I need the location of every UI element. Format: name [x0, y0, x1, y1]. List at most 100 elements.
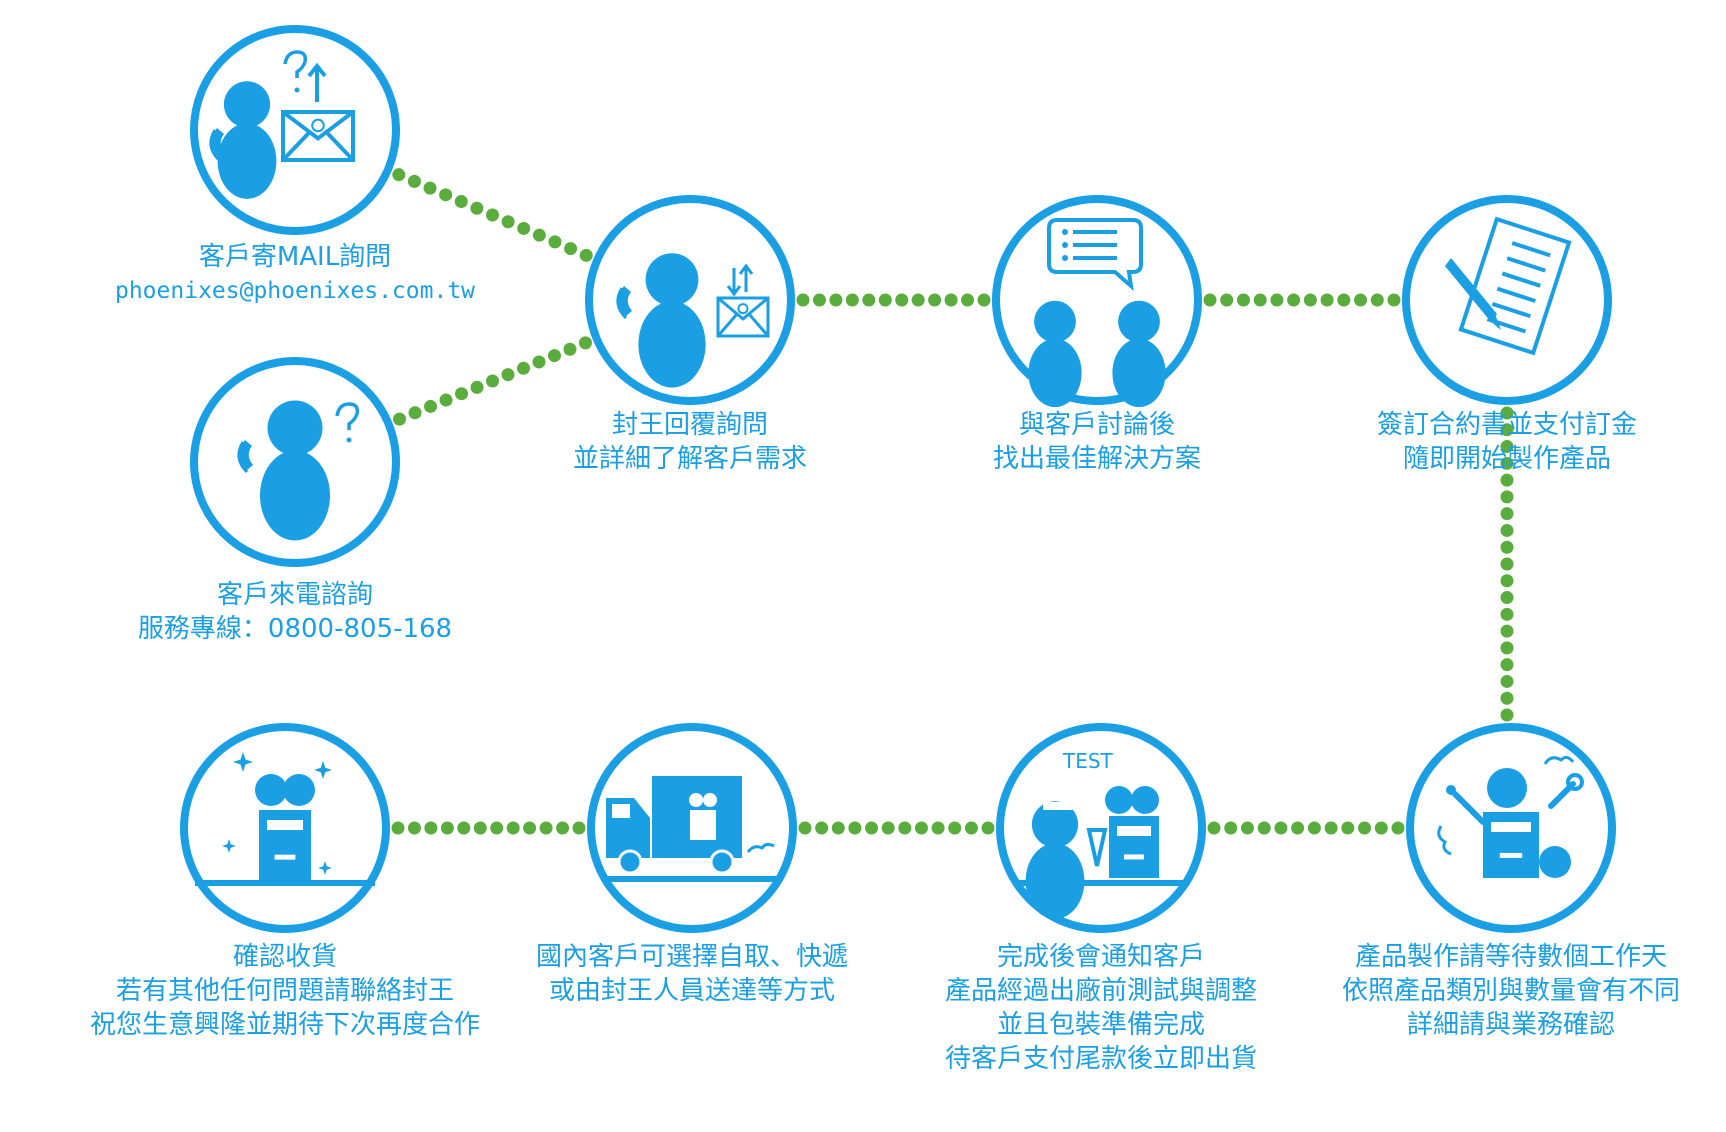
- connector-dot: [1240, 821, 1254, 835]
- connector-dot: [944, 293, 958, 307]
- connector-dot: [548, 235, 562, 249]
- connector-dot: [948, 821, 962, 835]
- connector-dot: [457, 821, 471, 835]
- connector-dot: [1274, 821, 1288, 835]
- connector-dot: [473, 821, 487, 835]
- caption-line: 找出最佳解決方案: [992, 444, 1202, 474]
- connector-dot: [501, 368, 515, 382]
- connector-dot: [865, 821, 879, 835]
- caption-line: 或由封王人員送達等方式: [548, 976, 836, 1006]
- caption-line: 待客戶支付尾款後立即出貨: [944, 1044, 1258, 1074]
- connector-dot: [439, 393, 453, 407]
- caption-line: 隨即開始製作產品: [1402, 444, 1612, 474]
- connector-dot: [1257, 821, 1271, 835]
- connector-dot: [564, 242, 578, 256]
- connector-dot: [981, 821, 995, 835]
- connector-dot: [1270, 293, 1284, 307]
- caption-line: 完成後會通知客戶: [996, 942, 1206, 972]
- connector-dot: [578, 336, 592, 350]
- connector-call-reply: [393, 336, 592, 426]
- connector-dot: [911, 293, 925, 307]
- connector-dot: [532, 228, 546, 242]
- connector-dot: [1500, 473, 1514, 487]
- connector-dot: [556, 821, 570, 835]
- connector-dot: [895, 293, 909, 307]
- caption-line: 客戶寄MAIL詢問: [198, 242, 392, 272]
- connector-dot: [1303, 293, 1317, 307]
- connector-dot: [423, 181, 437, 195]
- connector-mail-reply: [392, 168, 593, 262]
- connector-dot: [1341, 821, 1355, 835]
- connector-dot: [898, 821, 912, 835]
- connector-dot: [517, 221, 531, 235]
- connector-dot: [1500, 641, 1514, 655]
- caption-line: 封王回覆詢問: [611, 410, 769, 440]
- connector-dot: [1253, 293, 1267, 307]
- connector-dot: [1500, 423, 1514, 437]
- connector-dot: [1370, 293, 1384, 307]
- caption-line: 簽訂合約書並支付訂金: [1376, 410, 1638, 440]
- connector-dot: [1307, 821, 1321, 835]
- person-phone-mail-inquiry-icon: [190, 25, 400, 235]
- caption-line: 詳細請與業務確認: [1406, 1010, 1616, 1040]
- connector-ship-receive: [391, 821, 586, 835]
- connector-dot: [961, 293, 975, 307]
- connector-dot: [1500, 440, 1514, 454]
- connector-dot: [1500, 708, 1514, 722]
- sparkling-machine-icon: [180, 723, 390, 933]
- two-people-chat-icon: [992, 195, 1202, 408]
- connector-dot: [547, 349, 561, 363]
- connector-discuss-contract: [1203, 293, 1401, 307]
- connector-dot: [1337, 293, 1351, 307]
- connector-contract-produce: [1500, 406, 1514, 722]
- caption-contract: 簽訂合約書並支付訂金 隨即開始製作產品: [1377, 408, 1637, 476]
- connector-dot: [1391, 821, 1405, 835]
- connector-dot: [539, 821, 553, 835]
- caption-receive: 確認收貨 若有其他任何問題請聯絡封王 祝您生意興隆並期待下次再度合作: [90, 940, 480, 1042]
- connector-dot: [1500, 406, 1514, 420]
- connector-dot: [1500, 456, 1514, 470]
- connector-dot: [1500, 490, 1514, 504]
- connector-dot: [862, 293, 876, 307]
- connector-produce-test: [1207, 821, 1405, 835]
- connector-dot: [407, 174, 421, 188]
- connector-dot: [931, 821, 945, 835]
- connector-dot: [490, 821, 504, 835]
- caption-ship: 國內客戶可選擇自取、快遞 或由封王人員送達等方式: [536, 940, 848, 1008]
- connector-dot: [470, 201, 484, 215]
- connector-dot: [1500, 674, 1514, 688]
- connector-dot: [439, 188, 453, 202]
- caption-line: 並且包裝準備完成: [996, 1010, 1206, 1040]
- connector-dot: [454, 195, 468, 209]
- caption-line: 客戶來電諮詢: [216, 580, 373, 610]
- connector-dot: [1500, 691, 1514, 705]
- connector-dot: [1236, 293, 1250, 307]
- connector-dot: [455, 387, 469, 401]
- connector-dot: [424, 399, 438, 413]
- connector-dot: [1291, 821, 1305, 835]
- connector-dot: [845, 293, 859, 307]
- connector-dot: [829, 293, 843, 307]
- worker-tools-machine-icon: [1406, 723, 1616, 933]
- connector-dot: [1220, 293, 1234, 307]
- connector-dot: [848, 821, 862, 835]
- delivery-truck-icon: [587, 723, 797, 933]
- connector-dot: [964, 821, 978, 835]
- caption-line: 祝您生意興隆並期待下次再度合作: [89, 1010, 481, 1040]
- connector-dot: [1354, 293, 1368, 307]
- connector-dot: [815, 821, 829, 835]
- connector-dot: [440, 821, 454, 835]
- connector-dot: [831, 821, 845, 835]
- connector-dot: [532, 355, 546, 369]
- connector-test-ship: [798, 821, 995, 835]
- test-label: TEST: [1062, 749, 1114, 773]
- connector-dot: [812, 293, 826, 307]
- connector-dot: [572, 821, 586, 835]
- connector-dot: [1500, 607, 1514, 621]
- connector-dot: [470, 380, 484, 394]
- connector-dot: [1287, 293, 1301, 307]
- connector-dot: [796, 293, 810, 307]
